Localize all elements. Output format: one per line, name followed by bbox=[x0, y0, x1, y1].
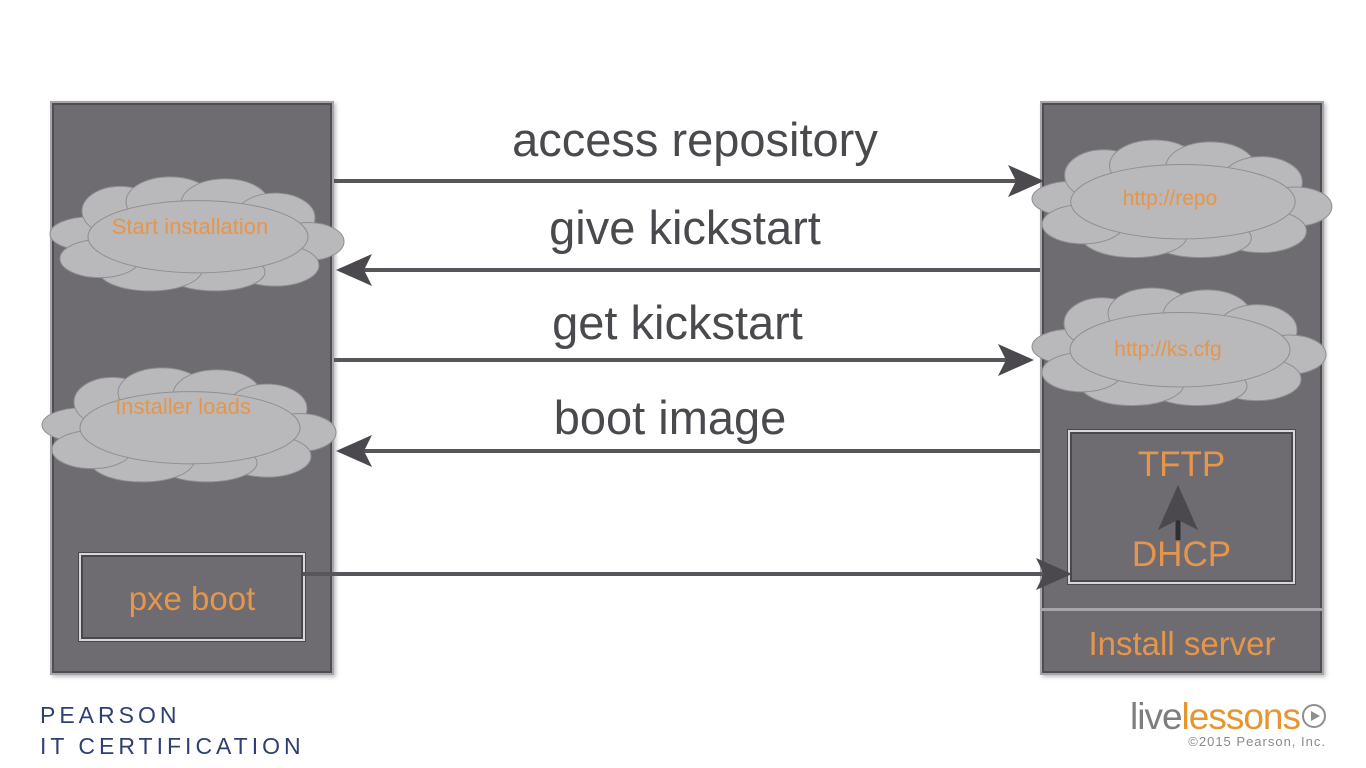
pxe-boot-box bbox=[79, 553, 305, 641]
pearson-line1: PEARSON bbox=[40, 702, 181, 728]
play-icon bbox=[1302, 704, 1326, 729]
brand-lessons: lessons bbox=[1181, 696, 1301, 737]
label-get-kickstart: get kickstart bbox=[552, 296, 803, 349]
cloud-installer-loads-label: Installer loads bbox=[115, 394, 251, 419]
copyright: ©2015 Pearson, Inc. bbox=[1188, 734, 1326, 749]
brand-live: live bbox=[1130, 696, 1183, 737]
cloud-start-installation-label: Start installation bbox=[111, 214, 269, 239]
cloud-http-kscfg-label: http://ks.cfg bbox=[1114, 338, 1222, 361]
install-server-divider bbox=[1042, 608, 1322, 611]
pearson-logo: PEARSON IT CERTIFICATION bbox=[40, 700, 305, 762]
tftp-label: TFTP bbox=[1137, 445, 1226, 484]
livelessons-logo: livelessons ©2015 Pearson, Inc. bbox=[1130, 696, 1326, 749]
label-give-kickstart: give kickstart bbox=[549, 201, 821, 254]
livelessons-brand: livelessons bbox=[1130, 696, 1326, 738]
dhcp-label: DHCP bbox=[1131, 535, 1232, 574]
pearson-line2: IT CERTIFICATION bbox=[40, 733, 305, 759]
install-server-title: Install server bbox=[1088, 625, 1276, 662]
pxe-boot-label: pxe boot bbox=[128, 580, 256, 617]
label-access-repository: access repository bbox=[512, 113, 878, 166]
cloud-http-repo-label: http://repo bbox=[1122, 187, 1218, 210]
label-boot-image: boot image bbox=[553, 391, 787, 444]
